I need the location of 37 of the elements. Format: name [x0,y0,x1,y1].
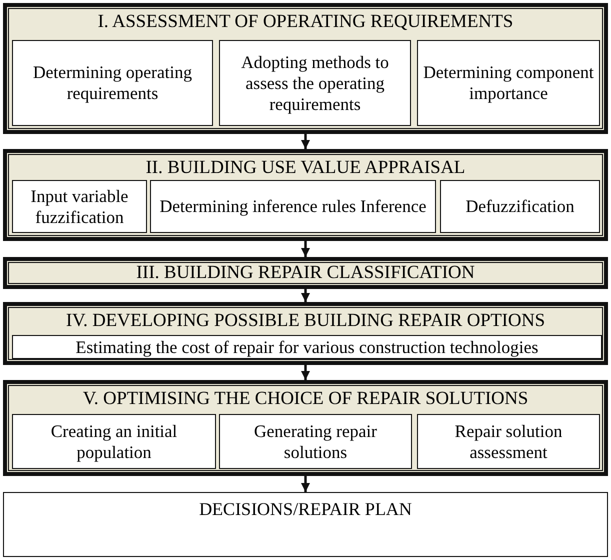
result-box [3,492,608,557]
step-text: Estimating the cost of repair for various construction technologies [74,336,540,358]
step-text: Creating an initial population [50,420,178,462]
step-box [12,180,147,233]
step-box [150,180,436,233]
step-text: Repair solution assessment [454,420,564,462]
step-text: DECISIONS/REPAIR PLAN [198,499,413,520]
step-box [12,414,216,469]
arrow [301,476,310,492]
step-text: Input variable fuzzification [30,186,130,228]
step-box [12,335,602,359]
stage-title: I. ASSESSMENT OF OPERATING REQUIREMENTS [98,11,514,33]
arrow [301,241,310,257]
stage-panel [3,3,608,134]
arrow [301,289,310,302]
stage-panel [3,380,608,476]
arrow [301,365,310,380]
stage-title: III. BUILDING REPAIR CLASSIFICATION [136,262,475,284]
step-text: Generating repair solutions [253,420,378,462]
step-box [219,40,411,126]
step-text: Adopting methods to assess the operating requirements [240,52,390,114]
stage-title: II. BUILDING USE VALUE APPRAISAL [146,157,466,179]
step-text: Determining component importance [422,62,595,104]
step-text: Determining inference rules Inference [158,196,428,217]
step-box [219,414,412,469]
step-text: Determining operating requirements [32,62,193,104]
stage-title: IV. DEVELOPING POSSIBLE BUILDING REPAIR OPTIONS [66,310,545,332]
stage-title: V. OPTIMISING THE CHOICE OF REPAIR SOLUTIONS [82,388,528,410]
stage-bar [3,257,608,289]
arrow [301,134,310,149]
step-text: Defuzzification [464,196,576,217]
stage-panel [3,149,608,241]
step-box [12,40,213,126]
stage-panel [3,302,608,365]
step-box [440,180,600,233]
step-box [417,40,600,126]
step-box [417,414,600,469]
